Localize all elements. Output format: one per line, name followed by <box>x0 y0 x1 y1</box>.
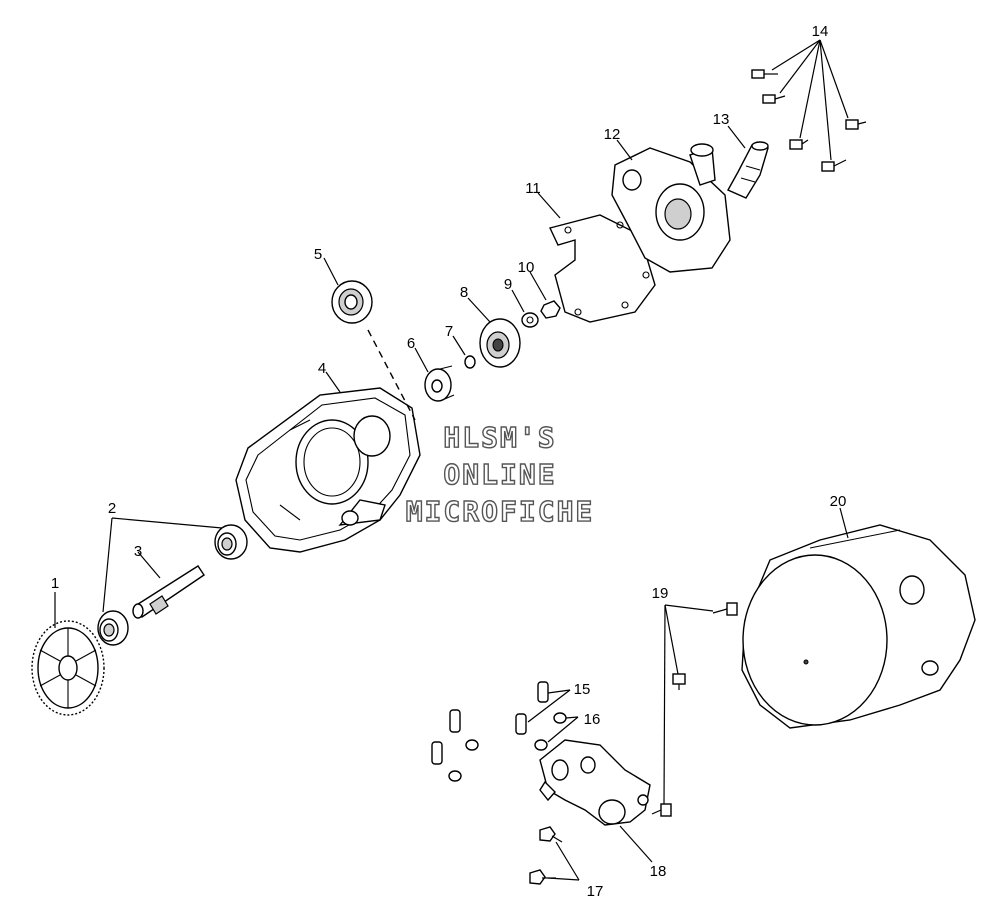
part-20-cover <box>741 524 976 729</box>
callout-4: 4 <box>318 360 326 377</box>
part-2-bearing-upper <box>214 524 248 560</box>
callout-19: 19 <box>652 585 669 602</box>
callout-20: 20 <box>830 493 847 510</box>
callout-3: 3 <box>134 543 142 560</box>
watermark-line-2: ONLINE <box>443 458 556 491</box>
callout-15: 15 <box>574 681 591 698</box>
part-14-bolts <box>751 69 867 172</box>
callout-2: 2 <box>108 500 116 517</box>
part-10-nut <box>540 300 561 319</box>
callout-10: 10 <box>518 259 535 276</box>
leader-lines <box>54 39 849 881</box>
callout-8: 8 <box>460 284 468 301</box>
callout-17: 17 <box>587 883 604 900</box>
callout-6: 6 <box>407 335 415 352</box>
part-7-oring <box>464 355 476 369</box>
part-9-washer <box>521 312 539 328</box>
part-18-housing <box>539 739 651 826</box>
callout-12: 12 <box>604 126 621 143</box>
part-13-elbow <box>727 141 769 199</box>
callout-14: 14 <box>812 23 829 40</box>
callout-labels: 1 2 3 4 5 6 7 8 9 10 11 12 13 14 15 16 1… <box>51 23 847 900</box>
watermark: HLSM'S ONLINE MICROFICHE <box>405 420 595 528</box>
part-5-seal <box>331 280 373 324</box>
callout-13: 13 <box>713 111 730 128</box>
part-19-bolts <box>651 602 738 817</box>
part-3-shaft <box>132 565 205 619</box>
callout-16: 16 <box>584 711 601 728</box>
part-1-gear <box>31 620 105 716</box>
part-8-impeller <box>479 318 521 368</box>
part-4-housing <box>235 387 421 553</box>
callout-9: 9 <box>504 276 512 293</box>
watermark-line-1: HLSM'S <box>443 421 556 454</box>
part-16-caps <box>448 712 567 782</box>
callout-7: 7 <box>445 323 453 340</box>
watermark-line-3: MICROFICHE <box>406 495 595 528</box>
part-6-bushing <box>424 365 455 402</box>
callout-11: 11 <box>525 180 541 197</box>
callout-18: 18 <box>650 863 667 880</box>
part-12-pump-cover <box>611 143 731 273</box>
callout-5: 5 <box>314 246 322 263</box>
callout-1: 1 <box>51 575 59 592</box>
dashed-leader <box>367 329 416 421</box>
part-15-dowels <box>431 681 549 765</box>
part-2-bearing-lower <box>97 610 129 646</box>
part-17-bolts <box>529 826 563 885</box>
